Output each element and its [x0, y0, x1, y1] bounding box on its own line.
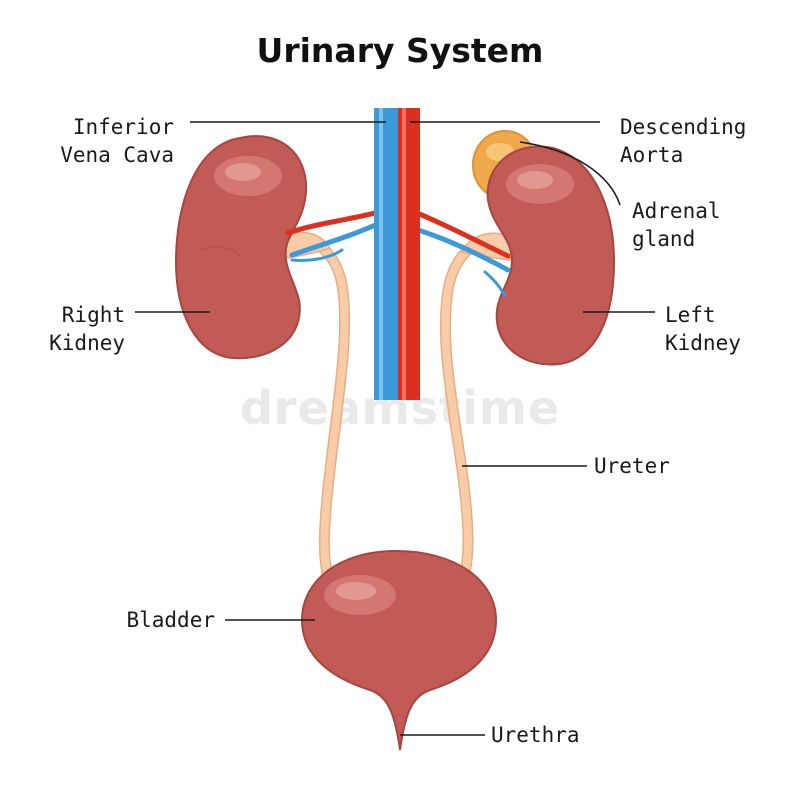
- label-right-kidney-line1: Right: [62, 303, 125, 327]
- label-left-kidney-line1: Left: [665, 303, 716, 327]
- right-kidney: [174, 135, 308, 360]
- left-kidney: [486, 145, 616, 366]
- label-bladder: Bladder: [126, 608, 215, 632]
- label-left-kidney-line2: Kidney: [665, 331, 741, 355]
- label-ureter: Ureter: [594, 454, 670, 478]
- label-adrenal-gland-line1: Adrenal: [632, 199, 721, 223]
- inferior-vena-cava: [374, 108, 398, 400]
- label-right-kidney-line2: Kidney: [49, 331, 125, 355]
- great-vessels: [374, 108, 420, 400]
- leader-lines: [135, 121, 655, 736]
- label-inferior-vena-cava-line1: Inferior: [73, 115, 174, 139]
- label-inferior-vena-cava-line2: Vena Cava: [60, 143, 174, 167]
- label-descending-aorta-line2: Aorta: [620, 143, 683, 167]
- diagram-title: Urinary System: [257, 31, 544, 70]
- bladder: [300, 549, 498, 751]
- label-urethra: Urethra: [491, 723, 580, 747]
- labels: Inferior Vena Cava Descending Aorta Adre…: [49, 115, 746, 747]
- label-descending-aorta-line1: Descending: [620, 115, 746, 139]
- label-adrenal-gland-line2: gland: [632, 227, 695, 251]
- descending-aorta: [398, 108, 420, 400]
